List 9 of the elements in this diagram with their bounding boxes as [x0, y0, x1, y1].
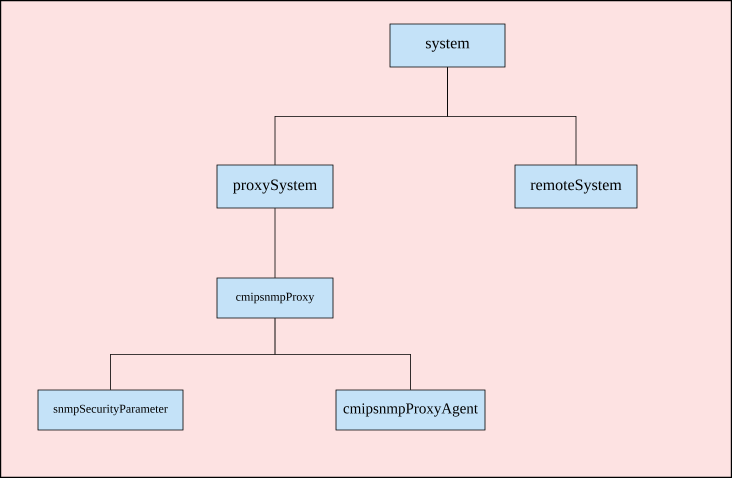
box: cmipsnmpProxyAgent	[336, 390, 486, 430]
connector	[447, 67, 576, 165]
connector	[274, 318, 411, 390]
box: proxySystem	[216, 164, 334, 208]
box: cmipsnmpProxy	[216, 278, 334, 318]
box: remoteSystem	[514, 164, 638, 208]
box: system	[390, 24, 506, 68]
box: snmpSecurityParameter	[38, 390, 184, 430]
connector	[274, 208, 276, 278]
